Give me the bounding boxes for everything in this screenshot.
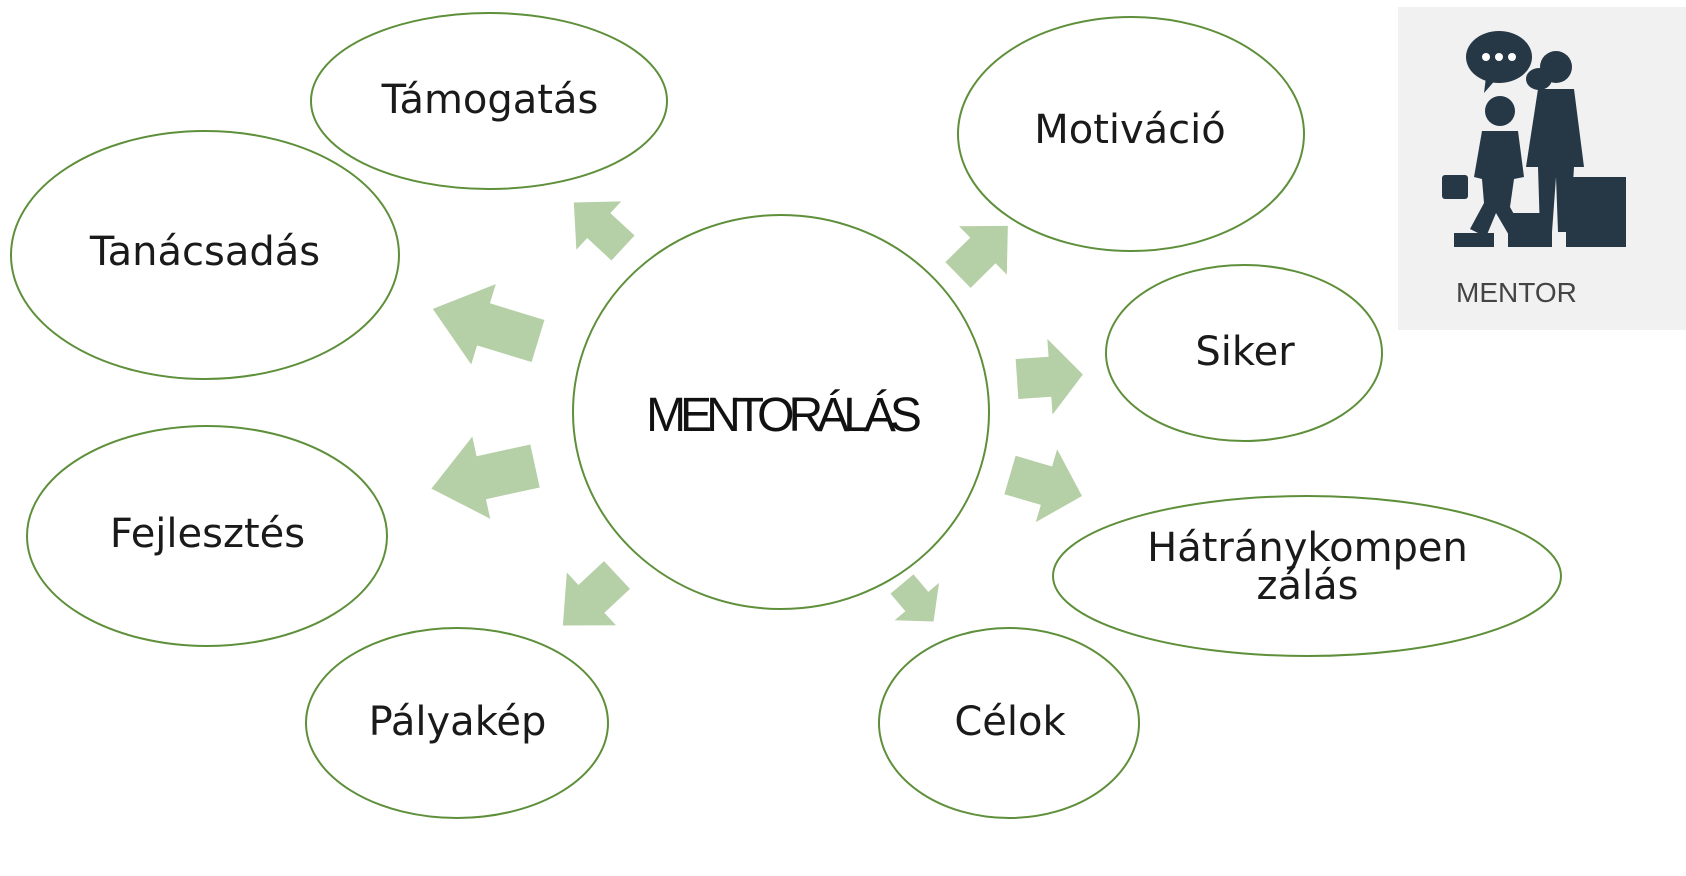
mentor-figures-icon xyxy=(1442,31,1626,247)
node-label-tanacsadas: Tanácsadás xyxy=(89,229,321,275)
node-ellipse-tamogatas xyxy=(310,12,668,190)
arrow-to-hatranykompenzalas xyxy=(1004,449,1082,523)
center-label: MENTORÁLÁS xyxy=(646,388,922,442)
arrow-to-fejlesztes xyxy=(431,436,540,519)
arrow-to-motivacio xyxy=(945,225,1008,288)
node-label-palyakep: Pályakép xyxy=(368,699,547,745)
node-label-siker: Siker xyxy=(1195,329,1295,375)
arrow-to-siker xyxy=(1015,338,1083,415)
node-label-fejlesztes: Fejlesztés xyxy=(109,511,306,557)
arrow-to-tanacsadas xyxy=(432,284,545,365)
center-circle xyxy=(572,214,990,610)
logo-caption: MENTOR xyxy=(1456,277,1577,308)
node-ellipse-siker xyxy=(1105,264,1383,442)
arrow-to-tamogatas xyxy=(573,201,635,261)
mentor-logo: MENTOR xyxy=(1398,7,1686,330)
node-label-celok: Célok xyxy=(954,699,1066,745)
node-label-hatranykompenzalas: Hátránykompen zálás xyxy=(1147,525,1468,609)
node-ellipse-celok xyxy=(878,627,1140,819)
node-ellipse-fejlesztes xyxy=(26,425,388,647)
node-ellipse-palyakep xyxy=(305,627,609,819)
node-label-tamogatas: Támogatás xyxy=(381,77,599,123)
node-ellipse-hatranykompenzalas xyxy=(1052,495,1562,657)
node-ellipse-motivacio xyxy=(957,16,1305,252)
node-label-motivacio: Motiváció xyxy=(1034,107,1226,153)
node-ellipse-tanacsadas xyxy=(10,130,400,380)
arrow-to-palyakep xyxy=(562,561,630,626)
arrow-to-celok xyxy=(890,574,939,622)
